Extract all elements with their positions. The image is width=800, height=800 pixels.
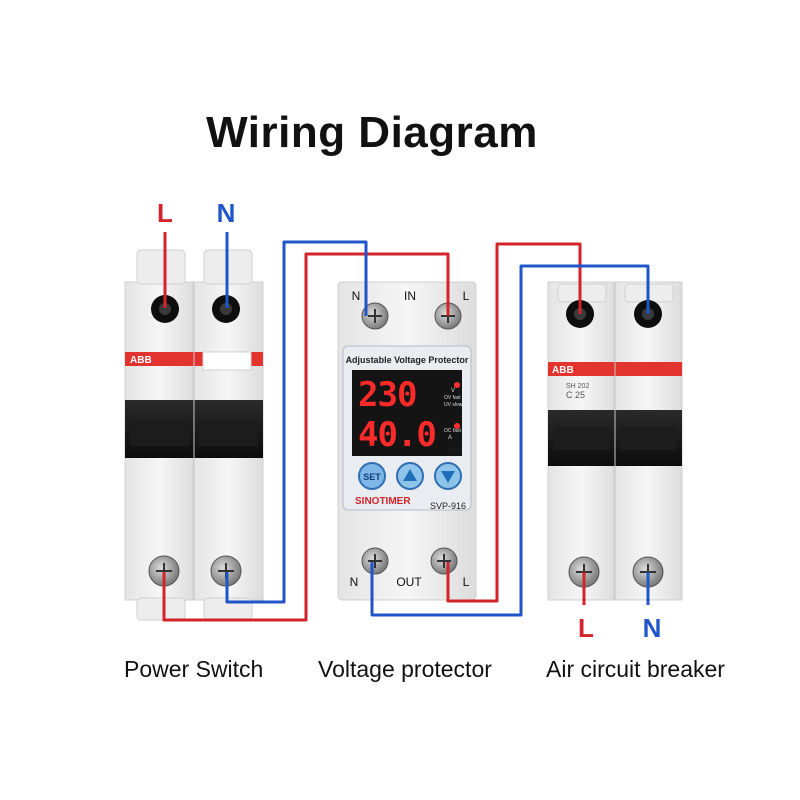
switch-to-protector-neutral-wire [225, 240, 368, 604]
protector-bottom-l-label: L [463, 575, 470, 589]
load-neutral-label: N [643, 613, 662, 643]
power-switch-lever-right [198, 420, 258, 446]
power-switch-label-window [202, 351, 252, 371]
down-button[interactable] [434, 462, 462, 490]
load-live-label: L [578, 613, 594, 643]
voltage-protector-model: SVP-916 [430, 501, 466, 511]
power-switch-screw-icon [159, 303, 171, 315]
air-breaker-brand: ABB [552, 365, 574, 376]
switch-to-protector-live-wire [162, 252, 450, 622]
page-title: Wiring Diagram [206, 108, 538, 157]
air-breaker-lever-left [554, 426, 610, 450]
power-switch-screw-icon [220, 303, 232, 315]
power-switch-bottom-cap-live [136, 597, 186, 621]
voltage-protector: Adjustable Voltage Protector 230 40.0 V … [337, 281, 477, 601]
voltage-protector-brand: SINOTIMER [355, 496, 411, 507]
air-circuit-breaker: ABB SH 202 C 25 [547, 281, 683, 601]
up-button[interactable] [396, 462, 424, 490]
unit-current-label: A [448, 435, 452, 441]
current-readout: 40.0 [358, 415, 436, 455]
voltage-protector-header: Adjustable Voltage Protector [346, 355, 469, 365]
power-switch: ABB [124, 249, 264, 621]
indicator-led-icon [454, 423, 460, 429]
indicator-oc-label: OC fast [444, 428, 462, 434]
air-breaker-lever-right [620, 426, 676, 450]
air-breaker-top-cap-live [557, 283, 607, 303]
protector-bottom-out-label: OUT [396, 575, 422, 589]
adj-label: ADJ [448, 447, 461, 454]
protector-top-l-label: L [463, 289, 470, 303]
air-breaker-rating: C 25 [566, 390, 585, 400]
voltage-protector-caption: Voltage protector [318, 656, 492, 682]
mains-neutral-label: N [217, 198, 236, 228]
set-button-label: SET [363, 472, 381, 482]
cross-screw-icon [437, 554, 451, 568]
power-switch-caption: Power Switch [124, 656, 264, 682]
unit-voltage-label: V [451, 388, 455, 394]
wires [162, 232, 650, 622]
indicator-ov-label: OV fast [444, 395, 461, 401]
protector-top-in-label: IN [404, 289, 416, 303]
set-button-face[interactable] [358, 462, 386, 490]
cross-screw-icon [368, 309, 382, 323]
down-arrow-icon [441, 471, 455, 483]
protector-bottom-n-label: N [350, 575, 359, 589]
air-breaker-caption: Air circuit breaker [546, 656, 725, 682]
up-arrow-icon [403, 469, 417, 481]
protector-top-n-label: N [352, 289, 361, 303]
cross-screw-icon [368, 554, 382, 568]
voltage-readout: 230 [358, 375, 416, 415]
power-switch-top-cap-live [136, 249, 186, 285]
set-button[interactable]: SET [358, 462, 386, 490]
power-switch-brand: ABB [130, 355, 152, 366]
mains-live-label: L [157, 198, 173, 228]
power-switch-lever-left [130, 420, 190, 446]
indicator-led-icon [454, 382, 460, 388]
protector-to-breaker-live-wire [446, 242, 582, 603]
voltage-protector-display-panel [352, 370, 462, 456]
indicator-uv-label: UV slow [444, 402, 463, 408]
protector-to-breaker-neutral-wire [370, 264, 650, 617]
air-breaker-model: SH 202 [566, 383, 589, 390]
